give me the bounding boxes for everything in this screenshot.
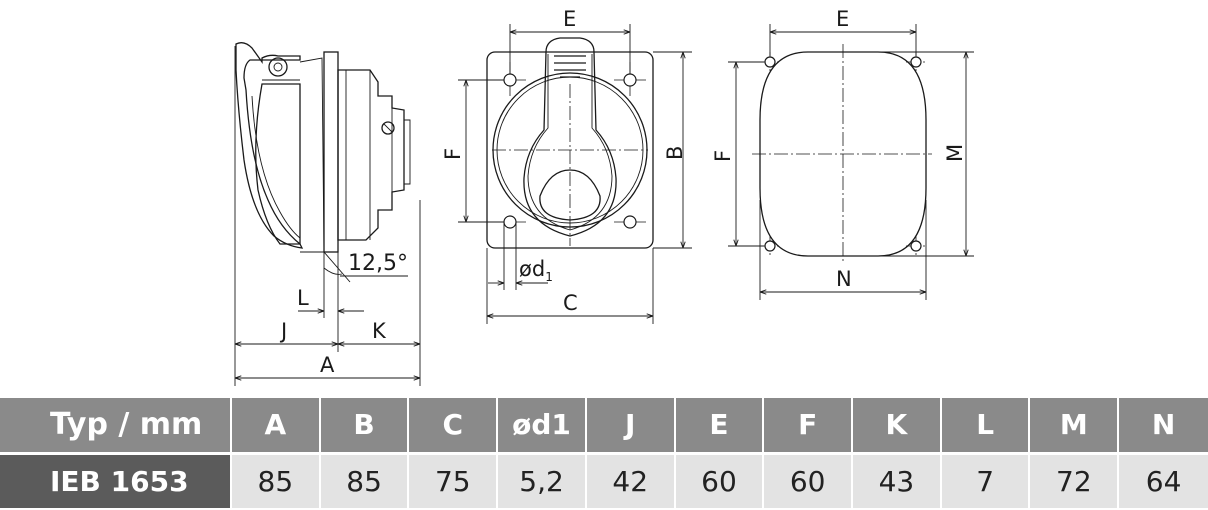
table-header-cell: B bbox=[320, 398, 410, 455]
table-header-cell: C bbox=[409, 398, 499, 455]
dim-label-f: F bbox=[711, 150, 735, 162]
dim-label-m: M bbox=[943, 144, 967, 162]
table-header-cell: L bbox=[941, 398, 1031, 455]
table-cell: 5,2 bbox=[498, 454, 587, 508]
dim-label-a: A bbox=[320, 353, 335, 377]
table-cell: 72 bbox=[1030, 454, 1120, 508]
table-header-cell: J bbox=[586, 398, 676, 455]
dim-label-n: N bbox=[836, 267, 852, 291]
table-cell: 60 bbox=[675, 454, 765, 508]
mounting-hole-icon bbox=[503, 73, 517, 87]
cable-gland-icon bbox=[381, 121, 395, 135]
table-row: IEB 1653 85 85 75 5,2 42 60 60 43 7 72 6… bbox=[0, 454, 1208, 508]
table-header-cell: K bbox=[853, 398, 942, 455]
table-header-cell: ød1 bbox=[498, 398, 587, 455]
table-cell: 42 bbox=[586, 454, 676, 508]
hinge-pin-icon bbox=[268, 57, 288, 77]
table-header-row: Typ / mm A B C ød1 J E F K L M N bbox=[0, 398, 1208, 455]
back-view: E F M N bbox=[711, 7, 974, 300]
dim-label-e: E bbox=[563, 7, 576, 31]
table-header-cell: N bbox=[1119, 398, 1208, 455]
front-view: E F B ød1 C bbox=[441, 7, 692, 324]
table-header-cell: Typ / mm bbox=[0, 398, 232, 455]
table-cell: 85 bbox=[320, 454, 410, 508]
dim-label-f: F bbox=[441, 148, 465, 160]
table-cell-type: IEB 1653 bbox=[0, 454, 232, 508]
table-header-cell: E bbox=[675, 398, 765, 455]
table-header-cell: A bbox=[232, 398, 321, 455]
technical-drawing: 12,5° L J K A bbox=[234, 7, 974, 386]
table-cell: 43 bbox=[853, 454, 942, 508]
dim-label-d1-subscript: 1 bbox=[545, 270, 553, 284]
table-header-cell: M bbox=[1030, 398, 1120, 455]
mounting-hole-icon bbox=[910, 56, 922, 68]
table-cell: 7 bbox=[941, 454, 1031, 508]
mounting-hole-icon bbox=[623, 215, 637, 229]
mounting-hole-icon bbox=[910, 240, 922, 252]
dim-label-l: L bbox=[297, 286, 309, 310]
dim-label-b: B bbox=[663, 146, 687, 160]
mounting-hole-icon bbox=[764, 56, 776, 68]
table-cell: 64 bbox=[1119, 454, 1208, 508]
table-cell: 75 bbox=[409, 454, 499, 508]
mounting-hole-icon bbox=[503, 215, 517, 229]
dim-label-k: K bbox=[372, 319, 387, 343]
angle-label: 12,5° bbox=[348, 251, 408, 276]
table-header-cell: F bbox=[764, 398, 854, 455]
dim-label-j: J bbox=[279, 319, 287, 343]
dimension-table: Typ / mm A B C ød1 J E F K L M N IEB 165… bbox=[0, 398, 1208, 508]
mounting-hole-icon bbox=[623, 73, 637, 87]
dim-label-e: E bbox=[836, 7, 849, 31]
dim-label-c: C bbox=[563, 291, 578, 315]
dim-label-d1: ød1 bbox=[519, 257, 553, 284]
table-cell: 60 bbox=[764, 454, 854, 508]
table-cell: 85 bbox=[232, 454, 321, 508]
mounting-hole-icon bbox=[764, 240, 776, 252]
side-view: 12,5° L J K A bbox=[234, 42, 421, 386]
